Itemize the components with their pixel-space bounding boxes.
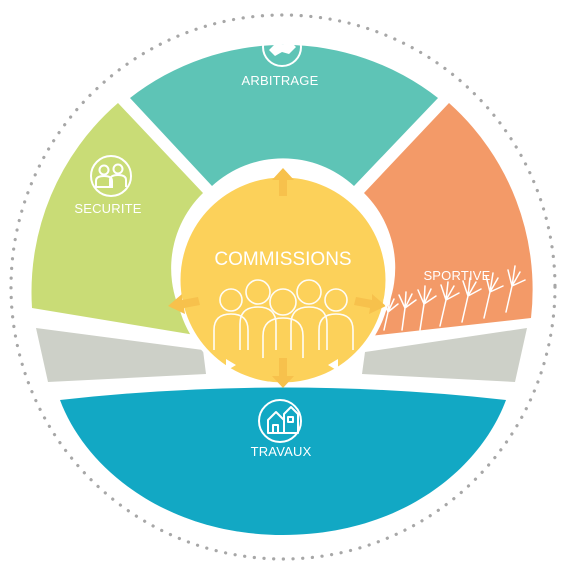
segment-securite[interactable] xyxy=(31,103,203,335)
handshake-icon xyxy=(262,27,302,67)
segment-travaux-label: TRAVAUX xyxy=(251,444,312,459)
center-circle[interactable] xyxy=(175,172,391,388)
arrow-left xyxy=(168,294,200,314)
center-label: COMMISSIONS xyxy=(214,249,351,270)
people-silhouette-icon xyxy=(213,279,354,358)
band-arrow-right xyxy=(328,359,338,371)
houses-icon xyxy=(258,399,302,443)
band-left xyxy=(36,328,206,382)
band-arrow-left xyxy=(226,359,236,371)
dotted-outer-ring xyxy=(9,13,557,561)
arrow-down xyxy=(272,358,294,388)
segment-arbitrage[interactable] xyxy=(130,44,438,186)
segment-sportive-label: SPORTIVE xyxy=(423,268,490,283)
segment-travaux[interactable] xyxy=(60,387,506,536)
people-group-icon xyxy=(90,155,132,197)
arrow-up xyxy=(272,168,294,196)
raised-hands-icon xyxy=(383,265,526,331)
segment-securite-label: SECURITE xyxy=(74,201,141,216)
band-right xyxy=(362,328,527,382)
segment-sportive[interactable] xyxy=(364,103,533,336)
segment-arbitrage-label: ARBITRAGE xyxy=(242,73,319,88)
arrow-right xyxy=(354,294,386,314)
